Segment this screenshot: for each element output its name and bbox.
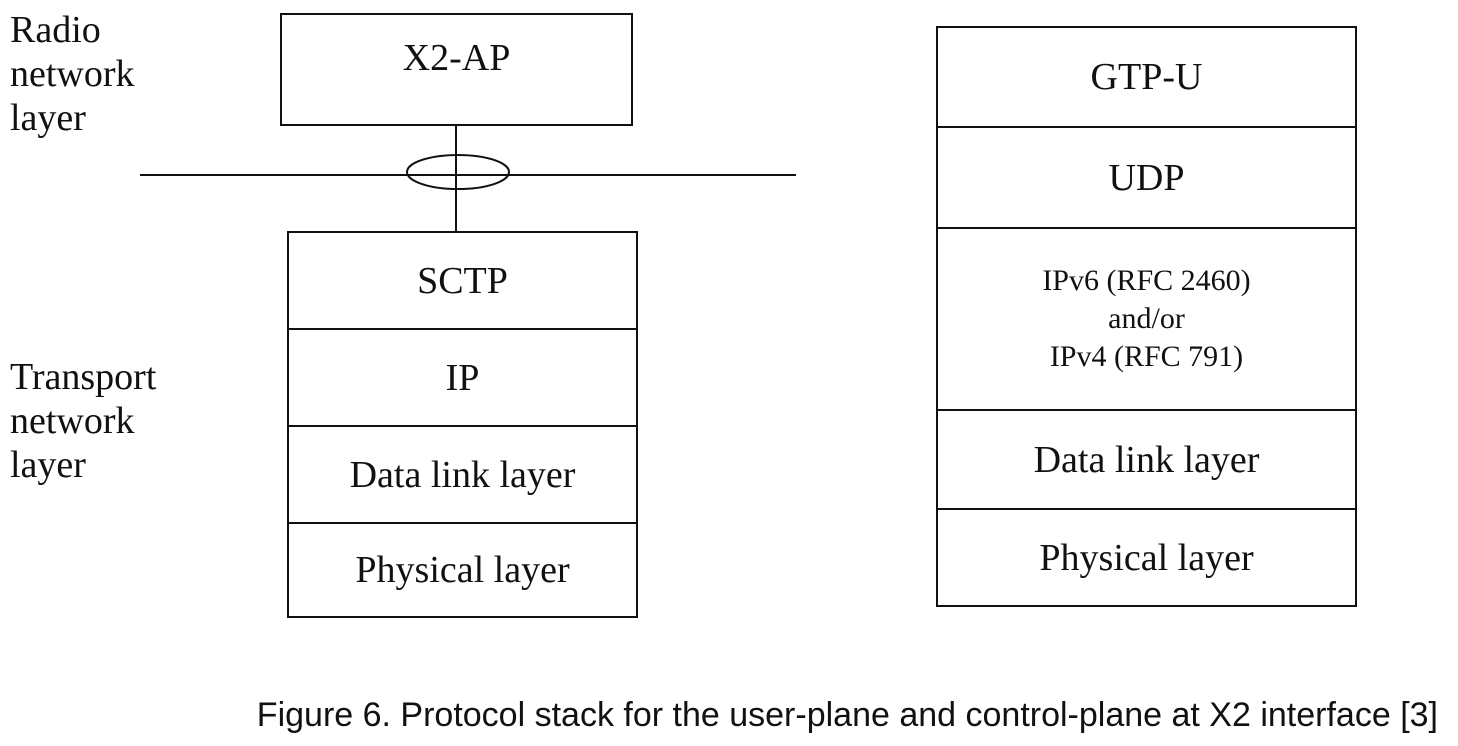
data-link-layer: Data link layer [938,409,1355,508]
user-plane-stack: GTP-U UDP IPv6 (RFC 2460) and/or IPv4 (R… [936,26,1357,607]
gtp-u-layer: GTP-U [1090,56,1203,98]
physical-layer: Physical layer [938,508,1355,605]
figure-caption: Figure 6. Protocol stack for the user-pl… [256,696,1438,734]
service-access-point-ellipse [406,154,510,190]
x2ap-label: X2-AP [402,37,511,79]
ip-layer: IP [289,328,636,425]
x2ap-box: X2-AP [280,13,633,126]
control-plane-stack: SCTP IP Data link layer Physical layer [287,231,638,618]
sctp-layer: SCTP [417,259,508,302]
udp-layer: UDP [938,126,1355,227]
ip-versions-layer: IPv6 (RFC 2460) and/or IPv4 (RFC 791) [938,227,1355,409]
physical-layer: Physical layer [289,522,636,616]
radio-network-layer-label: Radio network layer [10,9,135,139]
data-link-layer: Data link layer [289,425,636,522]
transport-network-layer-label: Transport network layer [10,356,157,486]
